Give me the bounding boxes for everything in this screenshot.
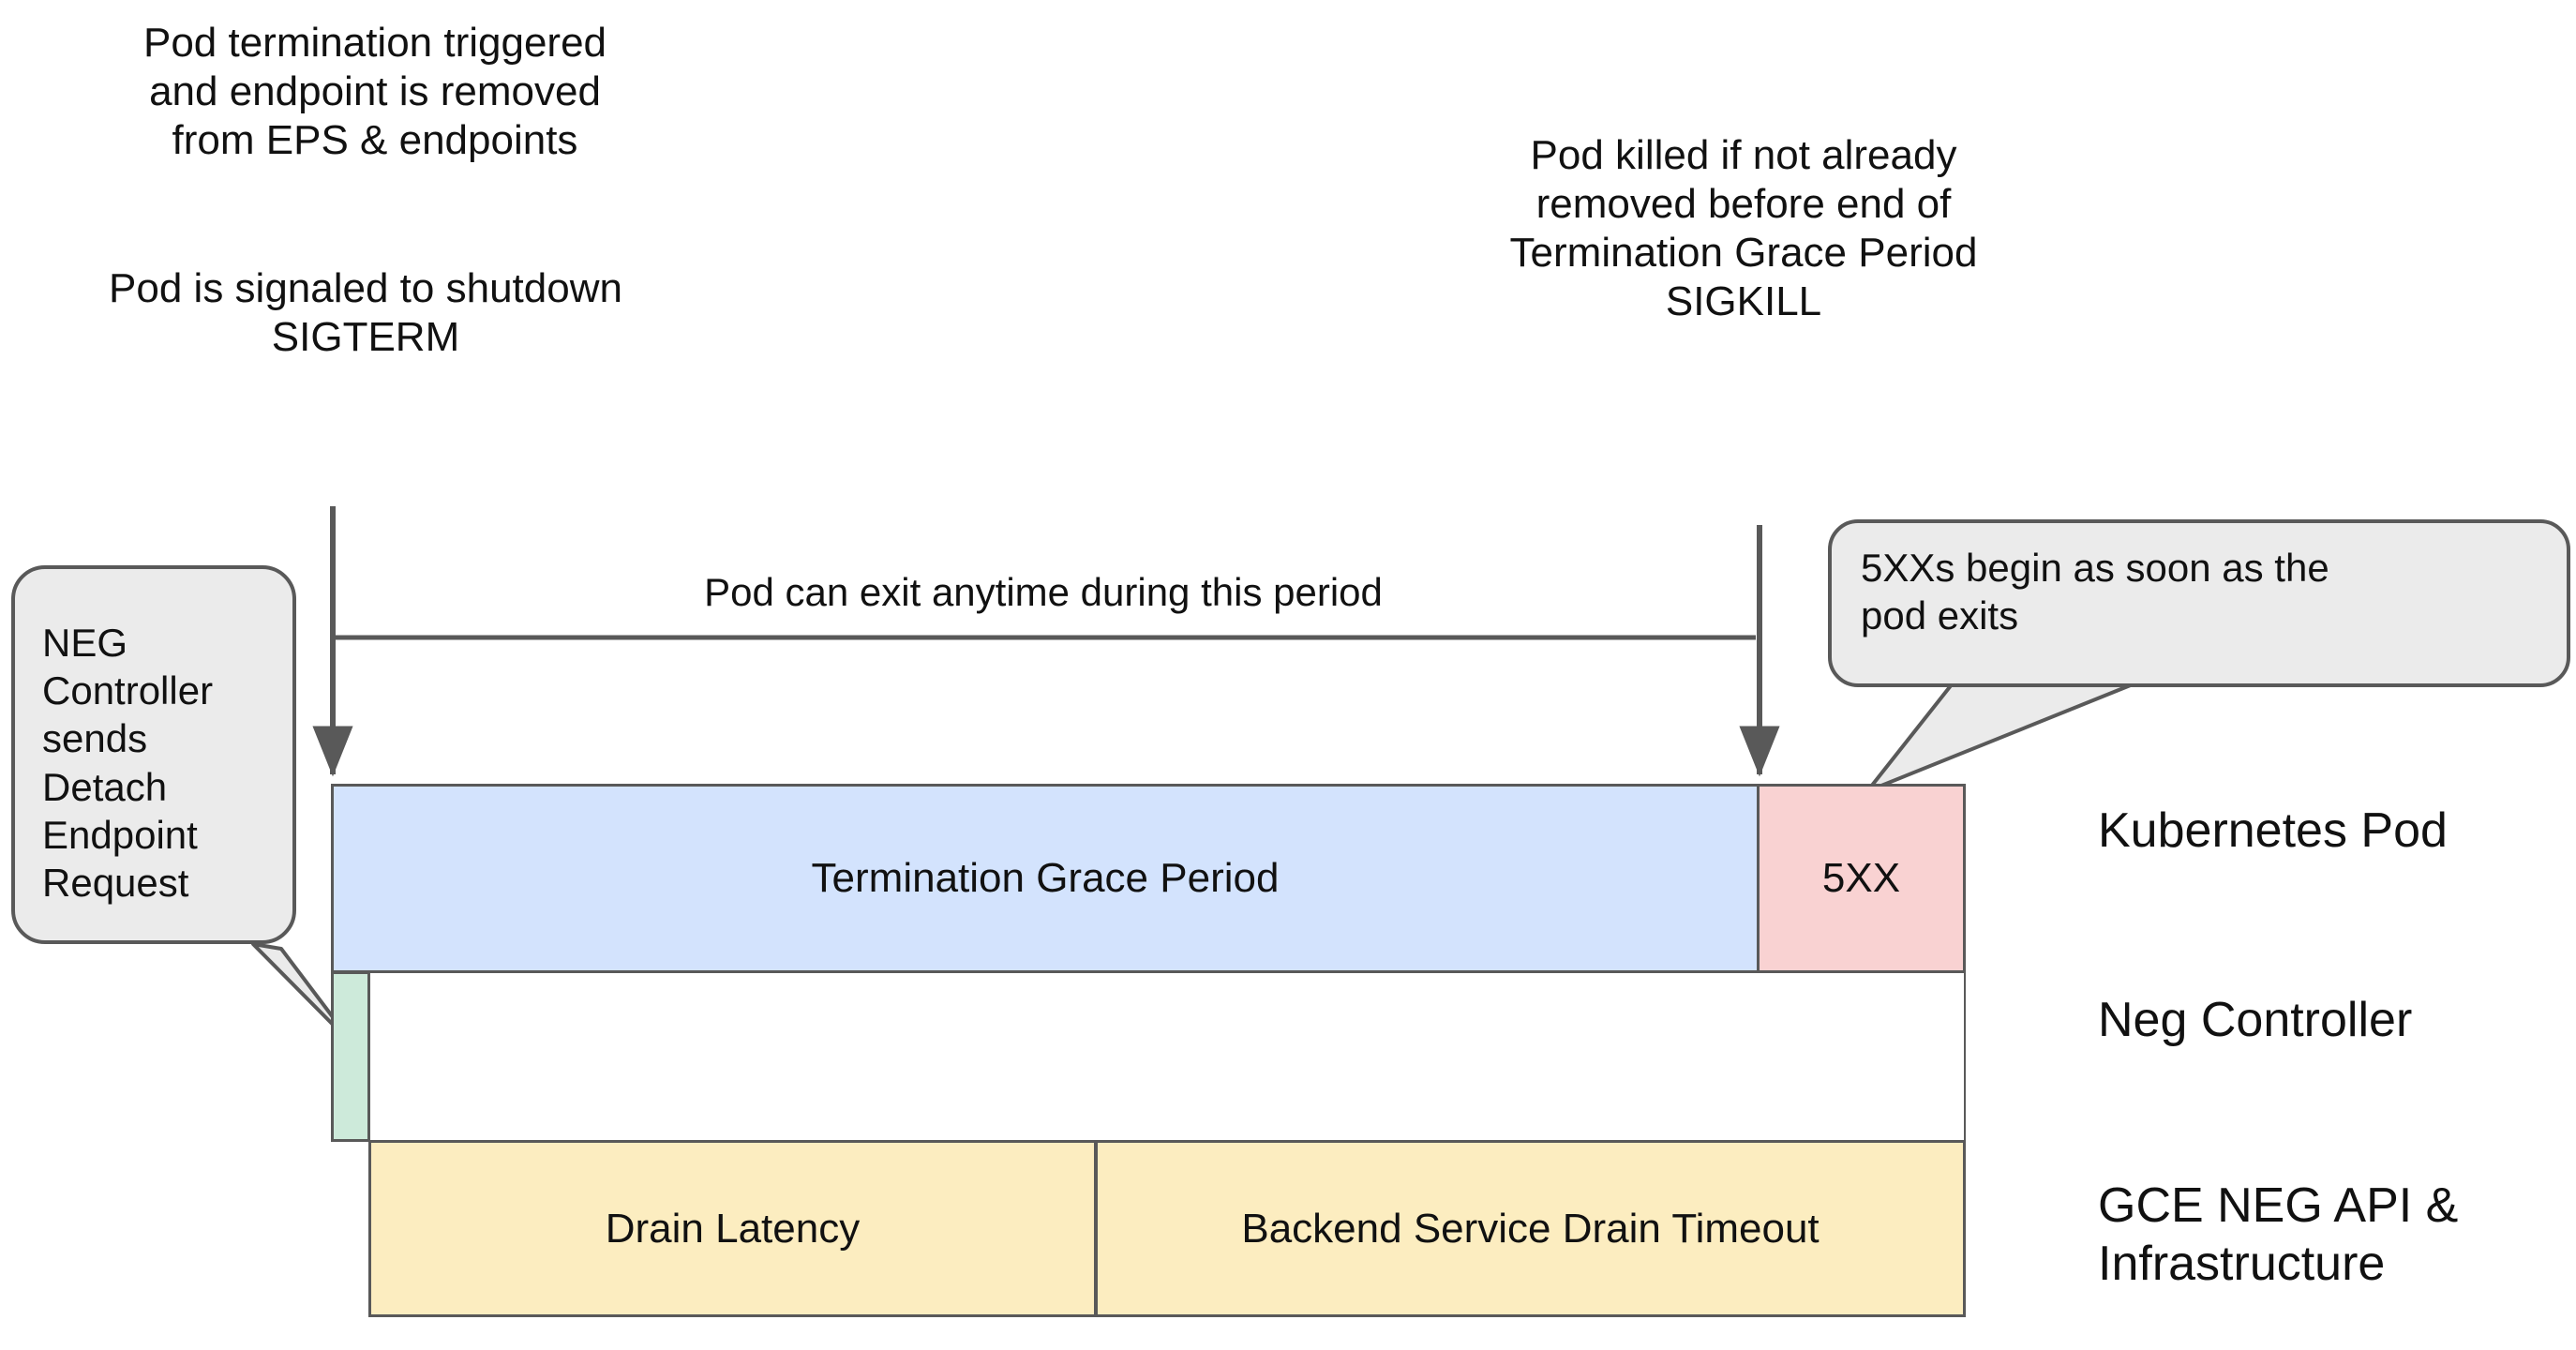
bar-backend-service-drain-timeout-label: Backend Service Drain Timeout — [1241, 1205, 1820, 1252]
callout-5xx-label: 5XXs begin as soon as the pod exits — [1861, 546, 2329, 638]
lane-label-neg-controller: Neg Controller — [2098, 993, 2413, 1047]
bar-5xx[interactable]: 5XX — [1757, 784, 1966, 973]
bar-backend-service-drain-timeout[interactable]: Backend Service Drain Timeout — [1095, 1140, 1966, 1317]
callout-neg-controller-label: NEG Controller sends Detach Endpoint Req… — [42, 621, 214, 906]
bar-termination-grace-period-label: Termination Grace Period — [811, 855, 1280, 901]
callout-5xx-bubble — [1828, 519, 2570, 687]
bar-5xx-label: 5XX — [1821, 855, 1901, 901]
bar-termination-grace-period[interactable]: Termination Grace Period — [331, 784, 1760, 973]
row-neg-controller-empty — [368, 971, 1966, 1142]
callout-neg-bubble — [11, 565, 296, 944]
lane-label-kubernetes-pod: Kubernetes Pod — [2098, 803, 2448, 858]
bar-neg-controller-detach[interactable] — [331, 971, 370, 1142]
timeline-period-label: Pod can exit anytime during this period — [704, 570, 1383, 614]
lane-label-gce-neg-api: GCE NEG API & Infrastructure — [2098, 1178, 2459, 1292]
note-pod-signaled-sigterm: Pod is signaled to shutdown SIGTERM — [109, 265, 622, 360]
note-pod-termination-triggered: Pod termination triggered and endpoint i… — [142, 20, 607, 163]
callout-neg-tail — [251, 942, 358, 1050]
bar-drain-latency[interactable]: Drain Latency — [368, 1140, 1097, 1317]
callout-5xx-tail — [1865, 673, 2149, 793]
note-pod-killed-sigkill: Pod killed if not already removed before… — [1509, 132, 1978, 324]
bar-drain-latency-label: Drain Latency — [605, 1205, 861, 1252]
